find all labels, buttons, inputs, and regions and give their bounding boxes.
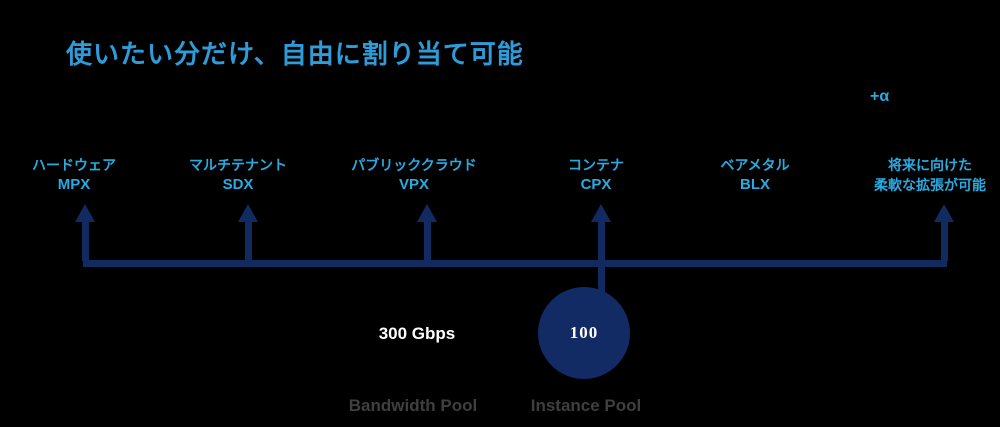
platform-name: ベアメタル [720, 157, 790, 173]
up-arrow-icon [417, 204, 437, 222]
platform-model: BLX [740, 176, 770, 193]
platform-model: MPX [57, 176, 91, 193]
up-arrow-icon [75, 204, 95, 222]
platform-label-future: 将来に向けた 柔軟な拡張が可能 [840, 155, 1000, 195]
platform-label-cpx: コンテナ CPX [506, 155, 686, 195]
platform-model: VPX [398, 176, 429, 193]
pool-connector-line [83, 260, 947, 267]
platform-name: ハードウェア [32, 157, 116, 173]
up-arrow-shaft [941, 221, 948, 261]
platform-label-mpx: ハードウェア MPX [0, 155, 164, 195]
diagram-title: 使いたい分だけ、自由に割り当て可能 [66, 39, 524, 69]
instance-pool-value: 100 [569, 323, 599, 342]
platform-model: CPX [580, 176, 612, 193]
plus-alpha-label: +α [870, 88, 890, 105]
platform-label-sdx: マルチテナント SDX [148, 155, 328, 195]
platform-name: マルチテナント [189, 157, 287, 173]
platform-model: SDX [222, 176, 254, 193]
bandwidth-pool-value: 300 Gbps [378, 324, 456, 343]
up-arrow-shaft [245, 221, 252, 261]
up-arrow-icon [238, 204, 258, 222]
instance-pool-circle: 100 [538, 287, 630, 379]
up-arrow-shaft [82, 221, 89, 261]
up-arrow-icon [934, 204, 954, 222]
instance-pool-connector-stem [598, 265, 605, 293]
platform-label-vpx: パブリッククラウド VPX [324, 155, 504, 195]
platform-name: 柔軟な拡張が可能 [874, 177, 986, 193]
platform-name: コンテナ [568, 157, 624, 173]
platform-label-blx: ベアメタル BLX [665, 155, 845, 195]
bandwidth-pool-label: Bandwidth Pool [348, 396, 478, 415]
platform-name: 将来に向けた [888, 157, 972, 173]
platform-name: パブリッククラウド [351, 157, 477, 173]
up-arrow-icon [591, 204, 611, 222]
instance-pool-label: Instance Pool [530, 396, 642, 415]
up-arrow-shaft [598, 221, 605, 261]
up-arrow-shaft [424, 221, 431, 261]
